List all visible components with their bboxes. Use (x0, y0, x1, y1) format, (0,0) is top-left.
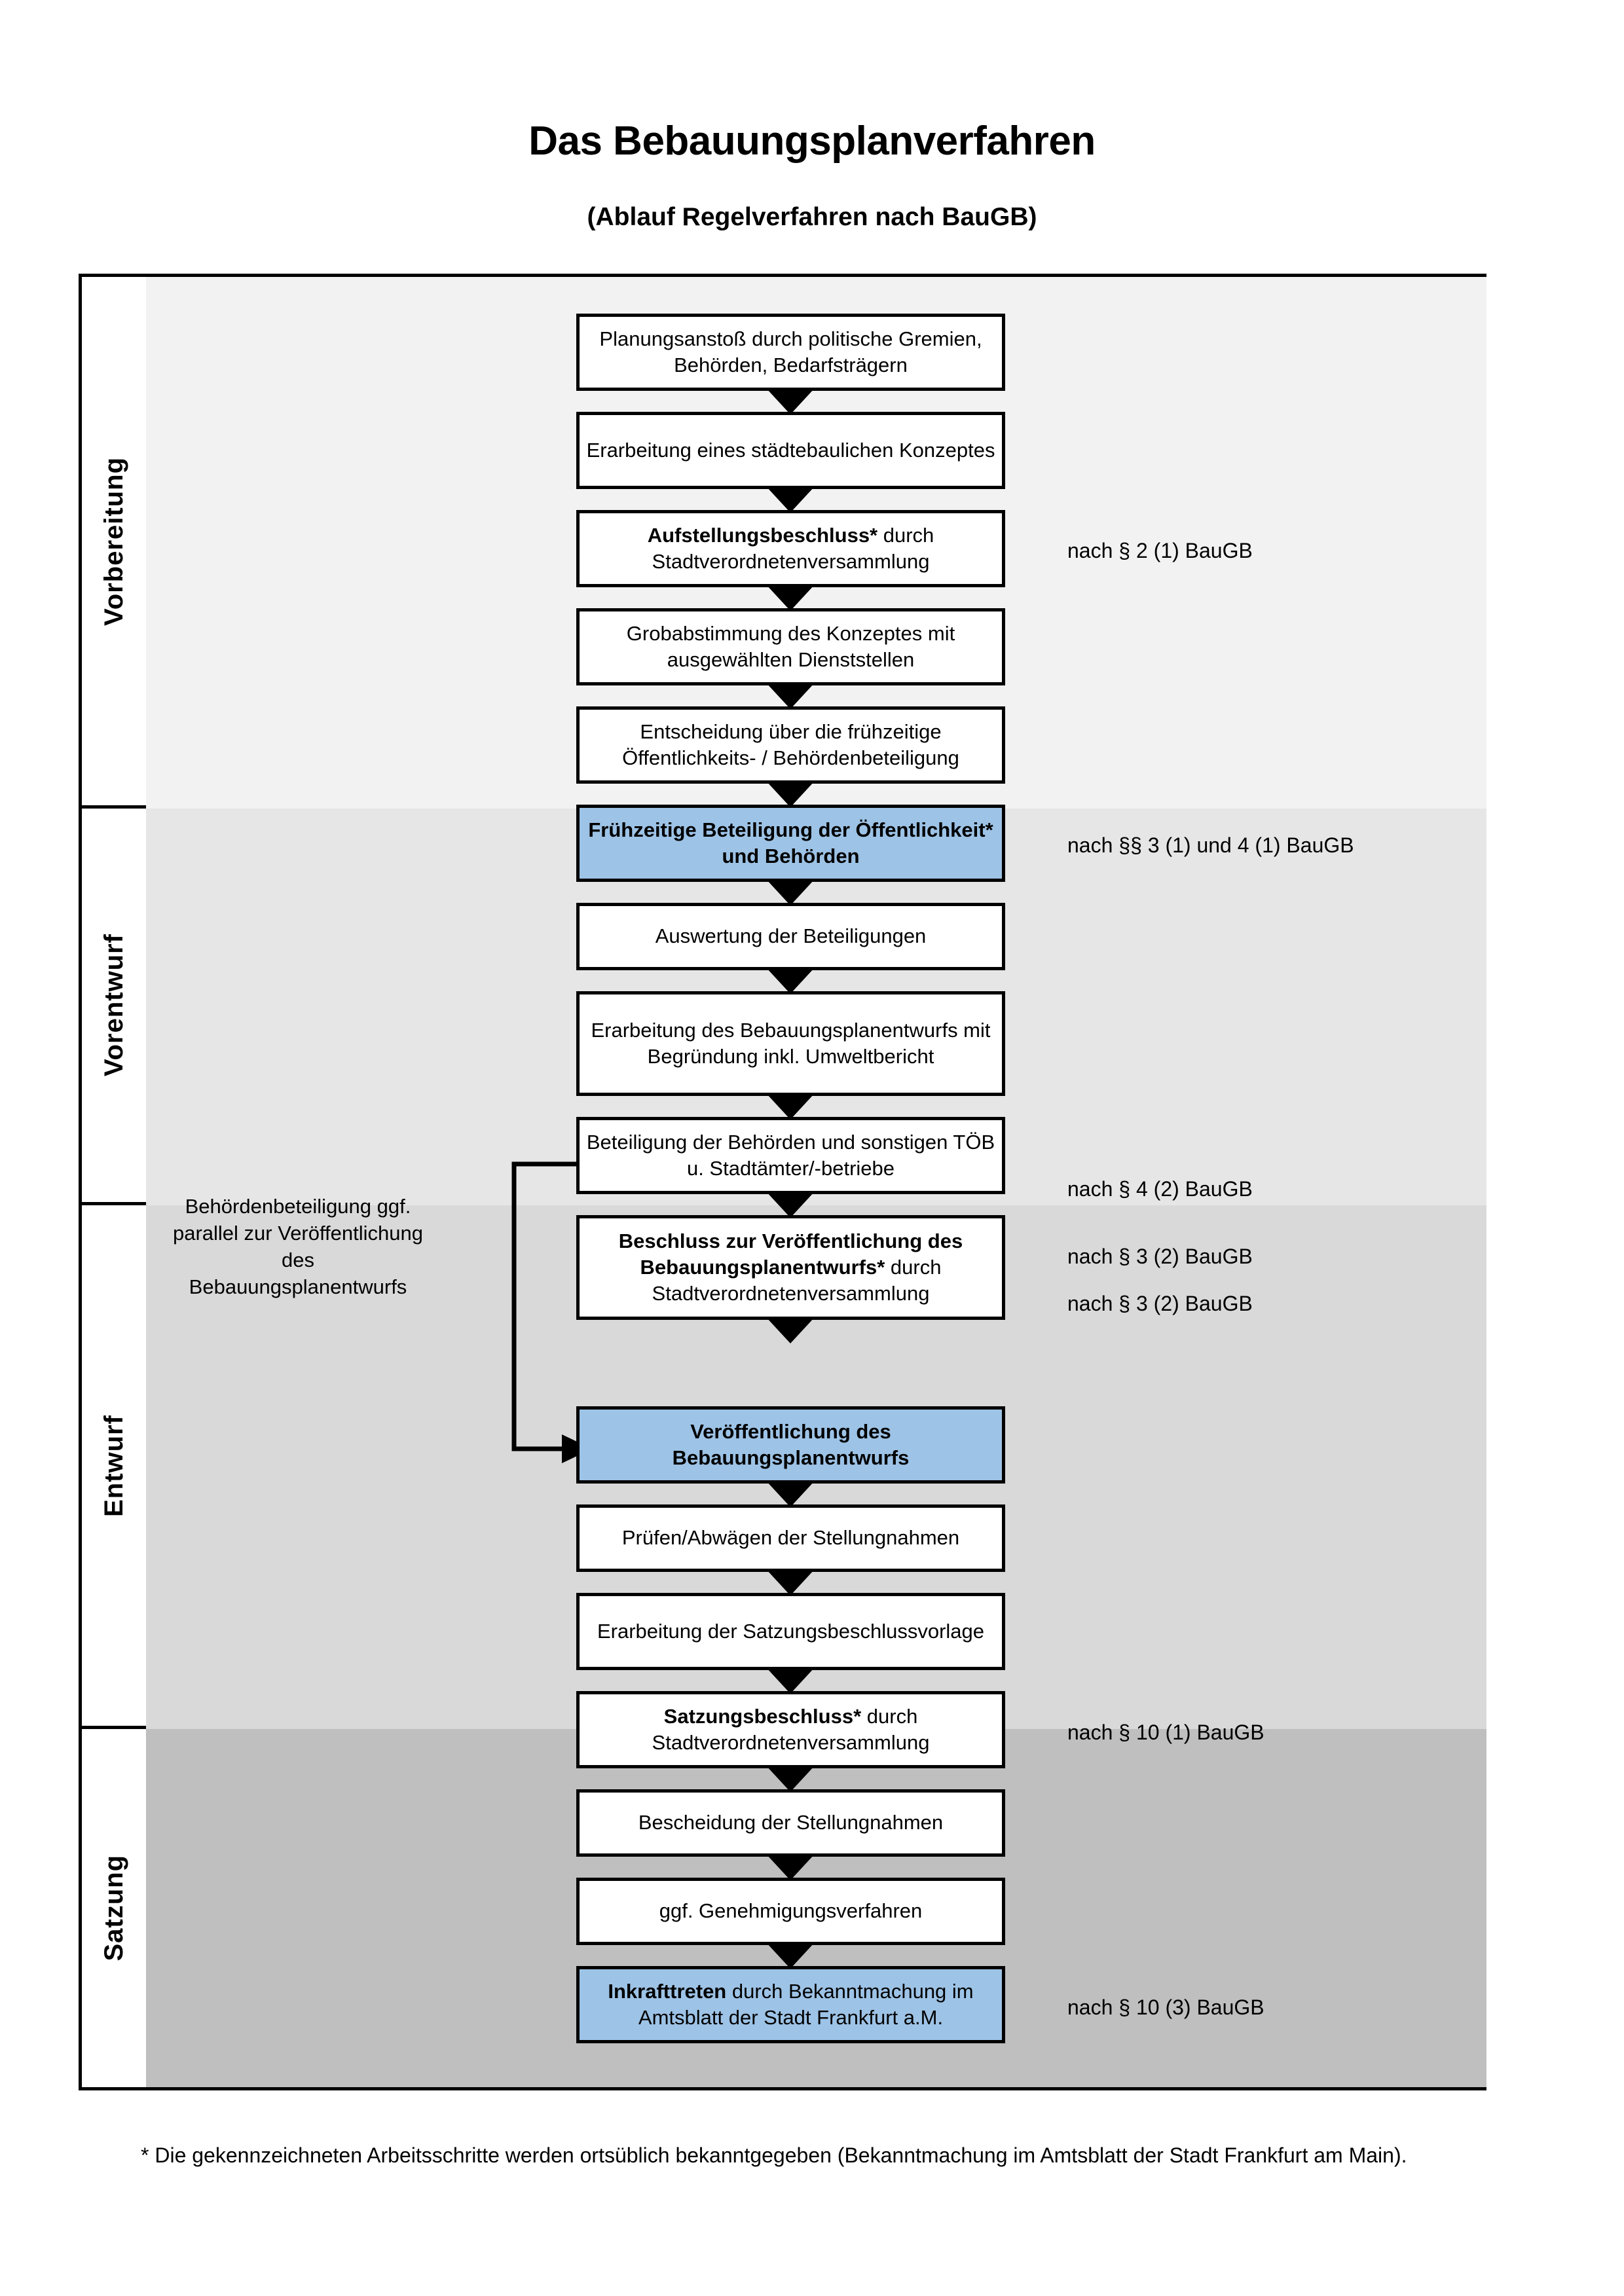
phase-label-satzung: Satzung (99, 1855, 128, 1961)
step-fruehzeitige-beteiligung-bold: Frühzeitige Beteiligung der Öffentlichke… (588, 818, 993, 867)
step-beschluss-veroeffentlichung-text: durch Stadtverordnetenversammlung (652, 1255, 942, 1305)
side-note-behoerdenbeteiligung: Behördenbeteiligung ggf. parallel zur Ve… (172, 1195, 423, 1298)
step-veroeffentlichung-bold: Veröffentlichung des Bebauungsplanentwur… (672, 1419, 910, 1469)
step-planungsanstoss-text: Planungsanstoß durch politische Gremien,… (599, 327, 982, 376)
page-subtitle: (Ablauf Regelverfahren nach BauGB) (587, 203, 1037, 231)
legal-ref-4-2: nach § 4 (2) BauGB (1067, 1177, 1253, 1201)
legal-ref-3-1-4-1: nach §§ 3 (1) und 4 (1) BauGB (1067, 833, 1354, 857)
step-satzungsbeschluss-text: durch Stadtverordnetenversammlung (652, 1704, 930, 1754)
page-title: Das Bebauungsplanverfahren (528, 118, 1096, 164)
arrow-icon-16 (766, 1942, 815, 1969)
arrow-icon-3 (766, 585, 815, 611)
arrow-icon-6 (766, 879, 815, 905)
step-auswertung-text: Auswertung der Beteiligungen (655, 924, 927, 948)
legal-ref-3-2-b: nach § 3 (2) BauGB (1067, 1292, 1253, 1315)
step-aufstellungsbeschluss-text: durch Stadtverordnetenversammlung (652, 523, 934, 573)
step-grobabstimmung-text: Grobabstimmung des Konzeptes mit ausgewä… (626, 621, 955, 671)
arrow-icon-15 (766, 1854, 815, 1880)
arrow-icon-4 (766, 683, 815, 709)
legal-ref-3-2-a: nach § 3 (2) BauGB (1067, 1245, 1253, 1268)
step-genehmigungsverfahren[interactable]: ggf. Genehmigungsverfahren (576, 1878, 1005, 1945)
step-satzungsbeschlussvorlage-text: Erarbeitung der Satzungsbeschlussvorlage (597, 1619, 985, 1643)
step-planungsanstoss[interactable]: Planungsanstoß durch politische Gremien,… (576, 314, 1005, 391)
arrow-icon-7 (766, 968, 815, 994)
step-staedtebau-konzept-text: Erarbeitung eines städtebaulichen Konzep… (586, 438, 995, 462)
step-staedtebau-konzept[interactable]: Erarbeitung eines städtebaulichen Konzep… (576, 412, 1005, 489)
arrow-icon-1 (766, 388, 815, 414)
step-erarbeitung-entwurf[interactable]: Erarbeitung des Bebauungsplanentwurfs mi… (576, 991, 1005, 1096)
step-erarbeitung-entwurf-text: Erarbeitung des Bebauungsplanentwurfs mi… (591, 1018, 991, 1068)
step-inkrafttreten-bold: Inkrafttreten (608, 1979, 727, 2003)
arrow-icon-2 (766, 486, 815, 513)
step-inkrafttreten-text: durch Bekanntmachung im Amtsblatt der St… (638, 1979, 974, 2029)
phase-cell-satzung: Satzung (82, 1729, 146, 2087)
phase-column: Vorbereitung Vorentwurf Entwurf Satzung (82, 277, 146, 2087)
arrow-icon-14 (766, 1766, 815, 1792)
phase-cell-entwurf: Entwurf (82, 1205, 146, 1729)
step-bescheidung[interactable]: Bescheidung der Stellungnahmen (576, 1789, 1005, 1857)
step-satzungsbeschluss-bold: Satzungsbeschluss* (663, 1704, 862, 1728)
phase-label-vorentwurf: Vorentwurf (99, 934, 128, 1077)
arrow-icon-11 (766, 1481, 815, 1507)
step-beteiligung-behoerden-text: Beteiligung der Behörden und sonstigen T… (586, 1130, 995, 1180)
legal-ref-2-1: nach § 2 (1) BauGB (1067, 539, 1253, 562)
step-veroeffentlichung[interactable]: Veröffentlichung des Bebauungsplanentwur… (576, 1406, 1005, 1484)
flowchart-frame: Vorbereitung Vorentwurf Entwurf Satzung … (79, 274, 1486, 2090)
step-satzungsbeschluss[interactable]: Satzungsbeschluss* durch Stadtverordnete… (576, 1691, 1005, 1768)
arrow-icon-5 (766, 781, 815, 807)
phase-label-vorbereitung: Vorbereitung (99, 456, 128, 626)
phase-cell-vorentwurf: Vorentwurf (82, 809, 146, 1205)
step-auswertung[interactable]: Auswertung der Beteiligungen (576, 903, 1005, 970)
legal-ref-10-1: nach § 10 (1) BauGB (1067, 1721, 1264, 1744)
step-fruehzeitige-beteiligung[interactable]: Frühzeitige Beteiligung der Öffentlichke… (576, 805, 1005, 882)
step-entscheidung-fruehzeitig[interactable]: Entscheidung über die frühzeitige Öffent… (576, 706, 1005, 784)
step-satzungsbeschlussvorlage[interactable]: Erarbeitung der Satzungsbeschlussvorlage (576, 1593, 1005, 1670)
step-aufstellungsbeschluss[interactable]: Aufstellungsbeschluss* durch Stadtverord… (576, 510, 1005, 587)
step-pruefen-abwaegen[interactable]: Prüfen/Abwägen der Stellungnahmen (576, 1504, 1005, 1572)
arrow-icon-9 (766, 1192, 815, 1218)
legal-ref-10-3: nach § 10 (3) BauGB (1067, 1995, 1264, 2019)
arrow-icon-10 (766, 1317, 815, 1343)
phase-cell-vorbereitung: Vorbereitung (82, 277, 146, 809)
step-bescheidung-text: Bescheidung der Stellungnahmen (638, 1811, 944, 1834)
arrow-icon-8 (766, 1093, 815, 1120)
footnote: * Die gekennzeichneten Arbeitsschritte w… (141, 2143, 1407, 2167)
arrow-icon-12 (766, 1569, 815, 1595)
step-beschluss-veroeffentlichung-bold: Beschluss zur Veröffentlichung des Bebau… (618, 1229, 963, 1279)
step-beschluss-veroeffentlichung[interactable]: Beschluss zur Veröffentlichung des Bebau… (576, 1215, 1005, 1320)
step-pruefen-abwaegen-text: Prüfen/Abwägen der Stellungnahmen (621, 1526, 960, 1550)
arrow-icon-13 (766, 1667, 815, 1694)
step-genehmigungsverfahren-text: ggf. Genehmigungsverfahren (659, 1899, 923, 1923)
step-aufstellungsbeschluss-bold: Aufstellungsbeschluss* (647, 523, 878, 547)
step-entscheidung-fruehzeitig-text: Entscheidung über die frühzeitige Öffent… (622, 720, 959, 769)
step-grobabstimmung[interactable]: Grobabstimmung des Konzeptes mit ausgewä… (576, 608, 1005, 685)
step-beteiligung-behoerden[interactable]: Beteiligung der Behörden und sonstigen T… (576, 1117, 1005, 1194)
phase-label-entwurf: Entwurf (99, 1414, 128, 1517)
step-inkrafttreten[interactable]: Inkrafttreten durch Bekanntmachung im Am… (576, 1966, 1005, 2043)
